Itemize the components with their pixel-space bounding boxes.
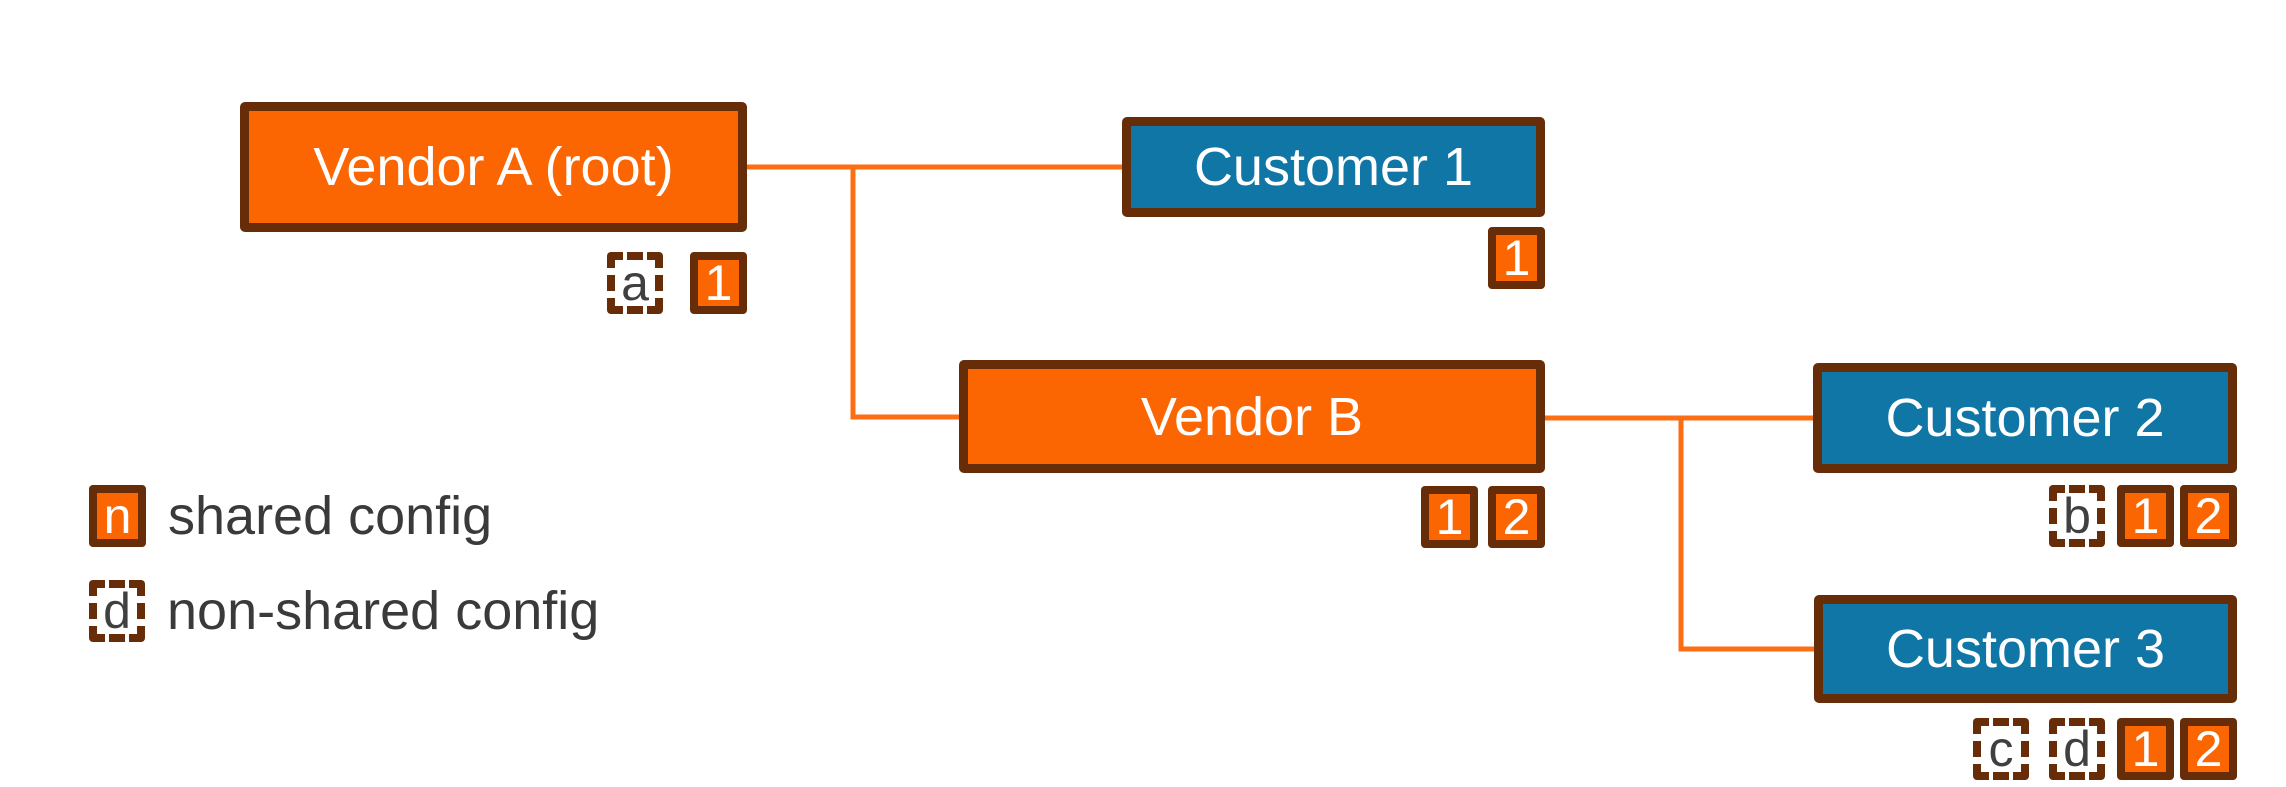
badge-shared-1: 1 (2117, 485, 2174, 547)
badge-non-shared-d: d (2049, 718, 2105, 780)
legend: n shared config d non-shared config (89, 485, 599, 675)
badge-shared-2: 2 (2180, 485, 2237, 547)
edge-vendor-b-customer-3 (1678, 418, 1816, 652)
badge-row-vendor-b: 1 2 (1421, 486, 1545, 548)
legend-shared-label: shared config (168, 486, 493, 546)
node-vendor-b-label: Vendor B (1140, 386, 1364, 447)
node-vendor-a: Vendor A (root) (240, 102, 747, 232)
legend-swatch-letter: d (103, 583, 131, 639)
badge-text: 1 (2131, 721, 2160, 777)
node-vendor-b: Vendor B (959, 360, 1545, 473)
legend-swatch-letter: n (103, 488, 132, 544)
badge-shared-2: 2 (1488, 486, 1545, 548)
badge-row-customer-1: 1 (1488, 227, 1545, 289)
badge-row-vendor-a: a 1 (607, 252, 747, 314)
badge-text: 2 (2194, 488, 2223, 544)
badge-row-customer-2: b 1 2 (2049, 485, 2237, 547)
node-vendor-a-label: Vendor A (root) (313, 137, 674, 197)
badge-text: 1 (1502, 230, 1531, 286)
legend-non-shared-label: non-shared config (167, 581, 600, 641)
badge-text: 1 (1435, 489, 1464, 545)
badge-shared-1: 1 (1488, 227, 1545, 289)
badge-shared-2: 2 (2180, 718, 2237, 780)
badge-row-customer-3: c d 1 2 (1973, 718, 2237, 780)
node-customer-3-label: Customer 3 (1885, 619, 2166, 679)
badge-text: 2 (1502, 489, 1531, 545)
badge-non-shared-a: a (607, 252, 663, 314)
badge-text: a (621, 255, 649, 311)
badge-shared-1: 1 (2117, 718, 2174, 780)
badge-non-shared-b: b (2049, 485, 2105, 547)
badge-non-shared-c: c (1973, 718, 2029, 780)
edge-vendor-a-vendor-b (850, 167, 961, 420)
badge-text: d (2063, 721, 2091, 777)
node-customer-3: Customer 3 (1814, 595, 2237, 703)
legend-row-shared: n shared config (89, 485, 599, 547)
node-customer-2-label: Customer 2 (1885, 388, 2165, 448)
badge-shared-1: 1 (690, 252, 747, 314)
legend-row-non-shared: d non-shared config (89, 580, 599, 642)
badge-text: c (1988, 721, 2014, 777)
node-customer-2: Customer 2 (1813, 363, 2237, 473)
node-customer-1-label: Customer 1 (1193, 137, 1474, 197)
legend-shared-swatch: n (89, 485, 146, 547)
badge-text: 2 (2194, 721, 2223, 777)
badge-shared-1: 1 (1421, 486, 1478, 548)
legend-non-shared-swatch: d (89, 580, 145, 642)
badge-text: b (2063, 488, 2091, 544)
badge-text: 1 (704, 255, 733, 311)
badge-text: 1 (2131, 488, 2160, 544)
node-customer-1: Customer 1 (1122, 117, 1545, 217)
